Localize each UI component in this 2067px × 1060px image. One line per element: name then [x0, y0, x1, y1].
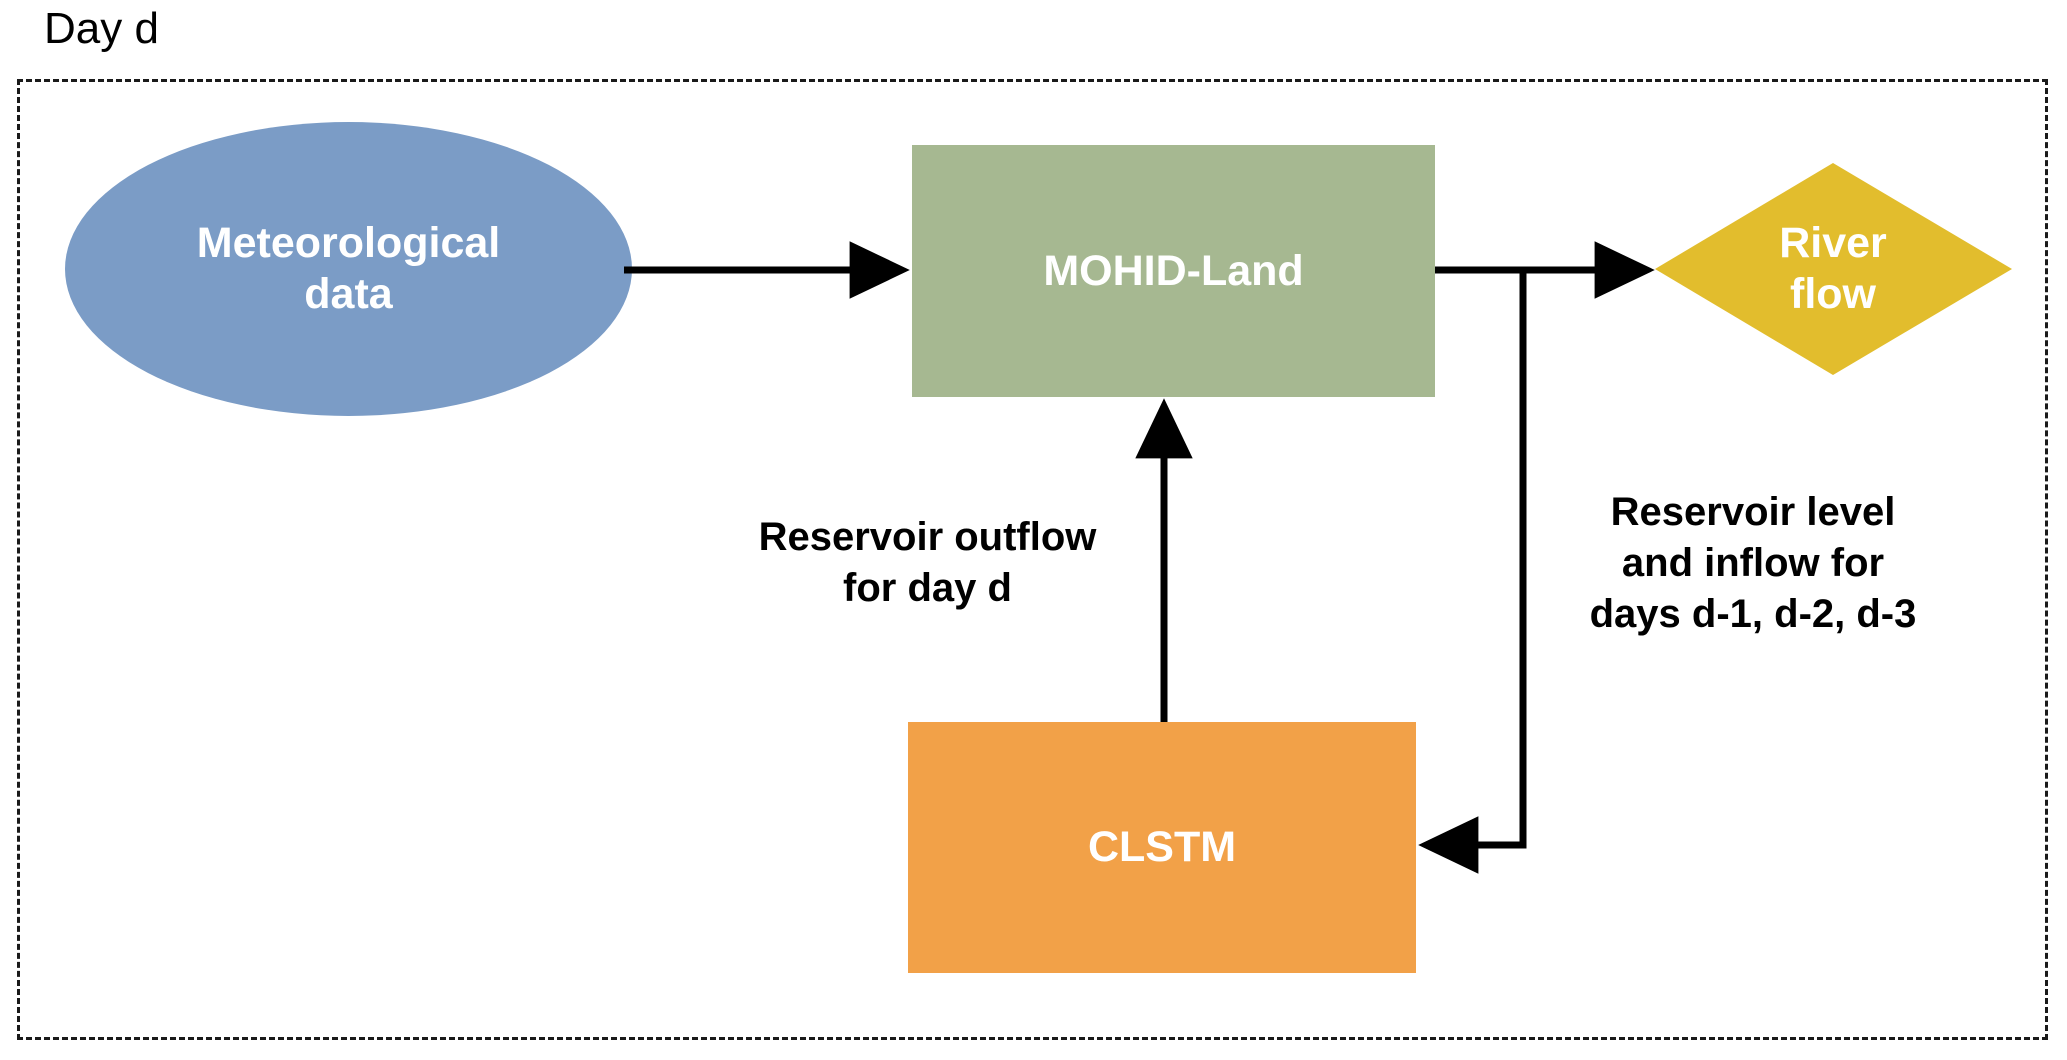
day-boundary-frame: [17, 79, 2048, 1040]
day-label: Day d: [44, 4, 159, 53]
